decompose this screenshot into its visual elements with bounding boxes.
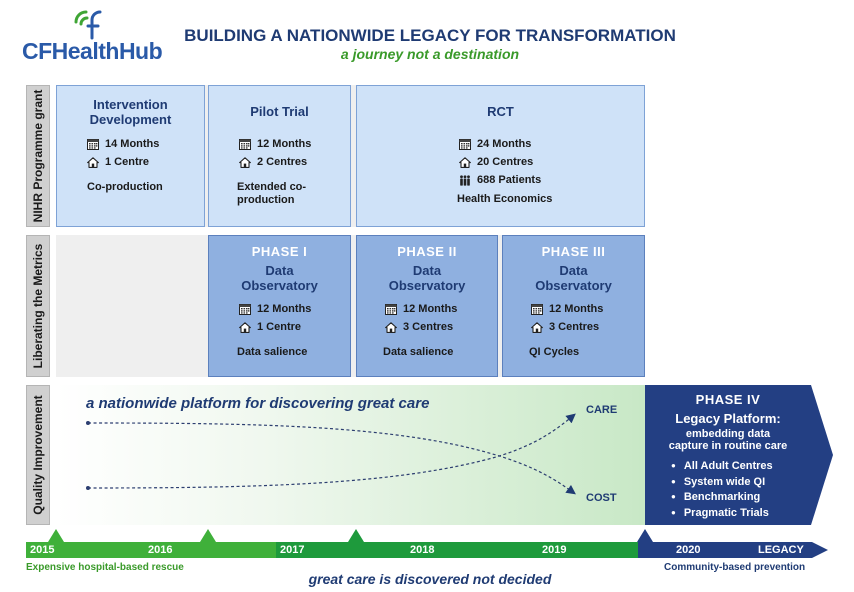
intervention-development-box: Intervention Development 14 Months 1 Cen… (56, 85, 205, 227)
logo-text: CFHealthHub (22, 38, 163, 64)
timeline-year-2018: 2018 (410, 544, 435, 556)
note-line: Extended co-production (237, 181, 307, 206)
box-title: Data Observatory (241, 263, 318, 293)
note-line: Data salience (383, 346, 454, 358)
house-icon (459, 157, 471, 168)
months-line: 12 Months (531, 303, 603, 315)
months-line: 12 Months (239, 303, 311, 315)
list-item: Pragmatic Trials (671, 506, 773, 522)
centres-line: 3 Centres (531, 321, 599, 333)
care-curve (87, 413, 576, 489)
calendar-icon (87, 139, 99, 150)
care-curve-start (86, 486, 90, 490)
cost-curve (87, 422, 576, 495)
cfhealthhub-logo: CFHealthHub (22, 10, 172, 66)
row-label-qi: Quality Improvement (26, 385, 50, 525)
patients-line: 688 Patients (459, 174, 541, 186)
house-icon (87, 157, 99, 168)
house-icon (239, 157, 251, 168)
footer-left-caption: Expensive hospital-based rescue (26, 562, 184, 573)
rct-box: RCT 24 Months 20 Centres 688 Patients He… (356, 85, 645, 227)
phase-label: PHASE IV (695, 392, 761, 407)
care-label: CARE (586, 404, 618, 416)
months-line: 12 Months (239, 138, 311, 150)
box-title: Pilot Trial (250, 104, 309, 119)
calendar-icon (459, 139, 471, 150)
row-label-nihr: NIHR Programme grant (26, 85, 50, 227)
legacy-subtitle: embedding data capture in routine care (668, 428, 788, 452)
box-title: Data Observatory (535, 263, 612, 293)
calendar-icon (239, 304, 251, 315)
house-icon (385, 322, 397, 333)
timeline-markers (48, 529, 653, 542)
centres-line: 3 Centres (385, 321, 453, 333)
phase-label: PHASE I (251, 244, 308, 259)
qi-heading: a nationwide platform for discovering gr… (86, 395, 430, 412)
months-line: 24 Months (459, 138, 531, 150)
months-line: 12 Months (385, 303, 457, 315)
care-cost-curves (86, 413, 576, 495)
page-subtitle: a journey not a destination (340, 46, 520, 62)
page-title: BUILDING A NATIONWIDE LEGACY FOR TRANSFO… (184, 26, 676, 45)
timeline-bar (26, 542, 828, 558)
note-line: Health Economics (457, 193, 553, 205)
logo-mark-icon (74, 10, 102, 40)
legacy-list: All Adult Centres System wide QI Benchma… (671, 459, 773, 521)
phase-label: PHASE III (541, 244, 606, 259)
months-line: 14 Months (87, 138, 159, 150)
note-line: Co-production (87, 181, 163, 193)
people-icon (459, 175, 471, 186)
note-line: QI Cycles (529, 346, 580, 358)
house-icon (531, 322, 543, 333)
legacy-title: Legacy Platform: (675, 411, 781, 426)
box-title: Intervention Development (89, 97, 172, 127)
timeline-end-label: LEGACY (758, 544, 804, 556)
calendar-icon (385, 304, 397, 315)
phase-4-legacy-box: PHASE IV Legacy Platform: embedding data… (645, 385, 811, 525)
list-item: Benchmarking (671, 490, 773, 506)
qi-panel (56, 385, 645, 525)
timeline-year-2016: 2016 (148, 544, 173, 556)
cost-curve-start (86, 421, 90, 425)
box-title: RCT (487, 104, 514, 119)
centres-line: 20 Centres (459, 156, 533, 168)
box-title: Data Observatory (388, 263, 466, 293)
phase-3-box: PHASE III Data Observatory 12 Months 3 C… (502, 235, 645, 377)
cost-label: COST (586, 492, 617, 504)
calendar-icon (531, 304, 543, 315)
centres-line: 1 Centre (239, 321, 301, 333)
timeline-year-2017: 2017 (280, 544, 305, 556)
row-label-metrics: Liberating the Metrics (26, 235, 50, 377)
footer-right-caption: Community-based prevention (664, 562, 806, 573)
timeline-year-2015: 2015 (30, 544, 55, 556)
pilot-trial-box: Pilot Trial 12 Months 2 Centres Extended… (208, 85, 351, 227)
list-item: All Adult Centres (671, 459, 773, 475)
calendar-icon (239, 139, 251, 150)
timeline-year-2019: 2019 (542, 544, 567, 556)
list-item: System wide QI (671, 475, 773, 491)
note-line: Data salience (237, 346, 308, 358)
phase-1-box: PHASE I Data Observatory 12 Months 1 Cen… (208, 235, 351, 377)
timeline-year-2020: 2020 (676, 544, 701, 556)
centres-line: 2 Centres (239, 156, 307, 168)
phase-2-box: PHASE II Data Observatory 12 Months 3 Ce… (356, 235, 498, 377)
house-icon (239, 322, 251, 333)
centres-line: 1 Centre (87, 156, 149, 168)
legacy-arrow-icon (811, 385, 833, 525)
footer-center-caption: great care is discovered not decided (308, 571, 552, 587)
phase-label: PHASE II (397, 244, 457, 259)
